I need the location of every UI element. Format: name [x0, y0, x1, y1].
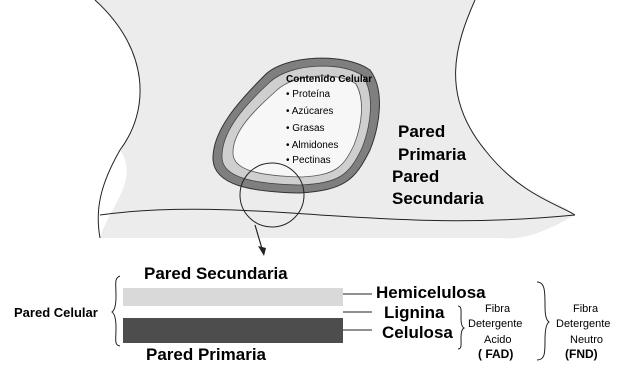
fnd-label-line4: (FND)	[565, 347, 598, 361]
cell-wall-side-label: Pared Celular	[14, 305, 98, 320]
cellulose-band	[123, 318, 343, 343]
cellulose-label: Celulosa	[382, 323, 453, 342]
fnd-brace	[537, 282, 549, 360]
cell-wall-brace	[112, 276, 120, 346]
fad-label-line3: Acido	[484, 334, 512, 346]
cross-section-top-label: Pared Secundaria	[144, 264, 288, 283]
lignin-label: Lignina	[384, 303, 445, 322]
secondary-wall-label-line1: Pared	[392, 167, 439, 186]
contents-item-fats: • Grasas	[286, 123, 325, 134]
fad-label-line1: Fibra	[485, 303, 511, 315]
fad-label-line4: ( FAD)	[478, 347, 513, 361]
hemicellulose-band	[123, 288, 343, 306]
fad-brace	[458, 306, 464, 349]
contents-item-sugars: • Azúcares	[286, 106, 333, 117]
cross-section-bottom-label: Pared Primaria	[146, 345, 267, 364]
primary-wall-label-line1: Pared	[398, 122, 445, 141]
fnd-label-line2: Detergente	[556, 318, 610, 330]
fnd-label-line3: Neutro	[570, 334, 603, 346]
contents-item-protein: • Proteína	[286, 89, 331, 100]
primary-wall-label-line2: Primaria	[398, 145, 467, 164]
contents-item-starches: • Almidones	[286, 140, 338, 151]
secondary-wall-label-line2: Secundaria	[392, 189, 484, 208]
hemicellulose-label: Hemicelulosa	[376, 283, 486, 302]
contents-title: Contenido Celular	[286, 74, 372, 85]
fnd-label-line1: Fibra	[573, 303, 599, 315]
contents-item-pectins: • Pectinas	[286, 155, 331, 166]
fad-label-line2: Detergente	[468, 318, 522, 330]
zoom-arrow-head	[258, 246, 266, 256]
